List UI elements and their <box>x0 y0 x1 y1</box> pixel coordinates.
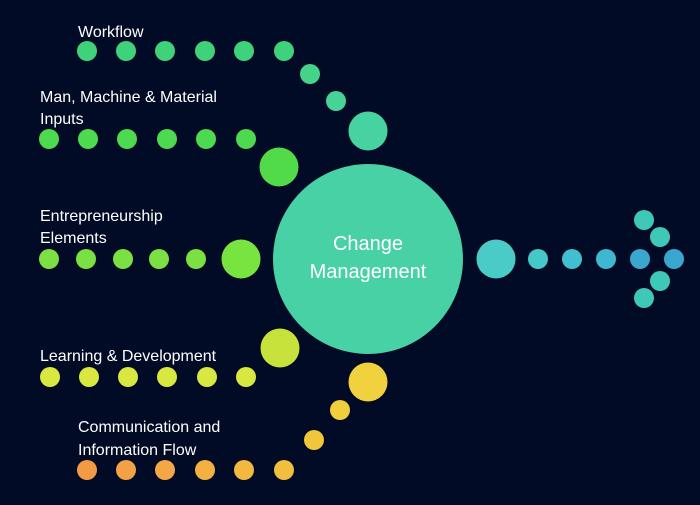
workflow-big-dot <box>348 111 388 151</box>
communication-dot-2 <box>116 460 136 480</box>
workflow-dot-3 <box>155 41 175 61</box>
output-dot-2 <box>562 249 582 269</box>
arrow-lower-dot-1 <box>650 271 670 291</box>
communication-dot-7 <box>304 430 324 450</box>
center-label-line-1: Change <box>333 233 403 255</box>
learning-dot-1 <box>40 367 60 387</box>
entrepreneurship-label-line-1: Entrepreneurship <box>40 208 163 225</box>
communication-dot-5 <box>234 460 254 480</box>
communication-label-line-1: Communication and <box>78 419 221 436</box>
workflow-dot-6 <box>274 41 294 61</box>
learning-big-dot <box>260 328 300 368</box>
inputs-dot-4 <box>157 129 177 149</box>
center-label-line-2: Management <box>310 261 427 283</box>
workflow-dot-5 <box>234 41 254 61</box>
inputs-dot-2 <box>78 129 98 149</box>
arrow-upper-dot-2 <box>650 227 670 247</box>
inputs-dot-3 <box>117 129 137 149</box>
arrow-tip-dot <box>664 249 684 269</box>
inputs-label-line-1: Man, Machine & Material <box>40 89 217 106</box>
output-dot-1 <box>528 249 548 269</box>
communication-dot-1 <box>77 460 97 480</box>
inputs-label-line-2: Inputs <box>40 111 84 128</box>
workflow-dot-7 <box>300 64 320 84</box>
output-dot-path <box>476 239 616 279</box>
workflow-dot-4 <box>195 41 215 61</box>
workflow-dot-8 <box>326 91 346 111</box>
learning-dot-path <box>40 328 300 387</box>
entrepreneurship-dot-4 <box>149 249 169 269</box>
learning-label: Learning & Development <box>40 348 217 365</box>
inputs-dot-path <box>39 129 299 187</box>
workflow-dot-2 <box>116 41 136 61</box>
communication-big-dot <box>348 362 388 402</box>
arrow-upper-dot-1 <box>634 210 654 230</box>
output-big-dot <box>476 239 516 279</box>
learning-dot-6 <box>236 367 256 387</box>
entrepreneurship-dot-path <box>39 239 261 279</box>
communication-dot-3 <box>155 460 175 480</box>
learning-dot-3 <box>118 367 138 387</box>
learning-dot-2 <box>79 367 99 387</box>
entrepreneurship-dot-1 <box>39 249 59 269</box>
entrepreneurship-dot-2 <box>76 249 96 269</box>
inputs-dot-5 <box>196 129 216 149</box>
arrow-lower-dot-2 <box>634 288 654 308</box>
arrow-center-dot <box>630 249 650 269</box>
entrepreneurship-dot-3 <box>113 249 133 269</box>
workflow-dot-1 <box>77 41 97 61</box>
output-dot-3 <box>596 249 616 269</box>
communication-dot-4 <box>195 460 215 480</box>
workflow-label: Workflow <box>78 24 144 41</box>
entrepreneurship-dot-5 <box>186 249 206 269</box>
communication-dot-6 <box>274 460 294 480</box>
entrepreneurship-big-dot <box>221 239 261 279</box>
communication-dot-path <box>77 362 388 480</box>
communication-dot-8 <box>330 400 350 420</box>
learning-dot-4 <box>157 367 177 387</box>
arrow-head-dots <box>630 210 684 308</box>
entrepreneurship-label-line-2: Elements <box>40 230 107 247</box>
communication-label-line-2: Information Flow <box>78 442 197 459</box>
inputs-dot-1 <box>39 129 59 149</box>
inputs-big-dot <box>259 147 299 187</box>
workflow-dot-path <box>77 41 388 151</box>
change-management-circle <box>273 164 463 354</box>
inputs-dot-6 <box>236 129 256 149</box>
learning-dot-5 <box>197 367 217 387</box>
